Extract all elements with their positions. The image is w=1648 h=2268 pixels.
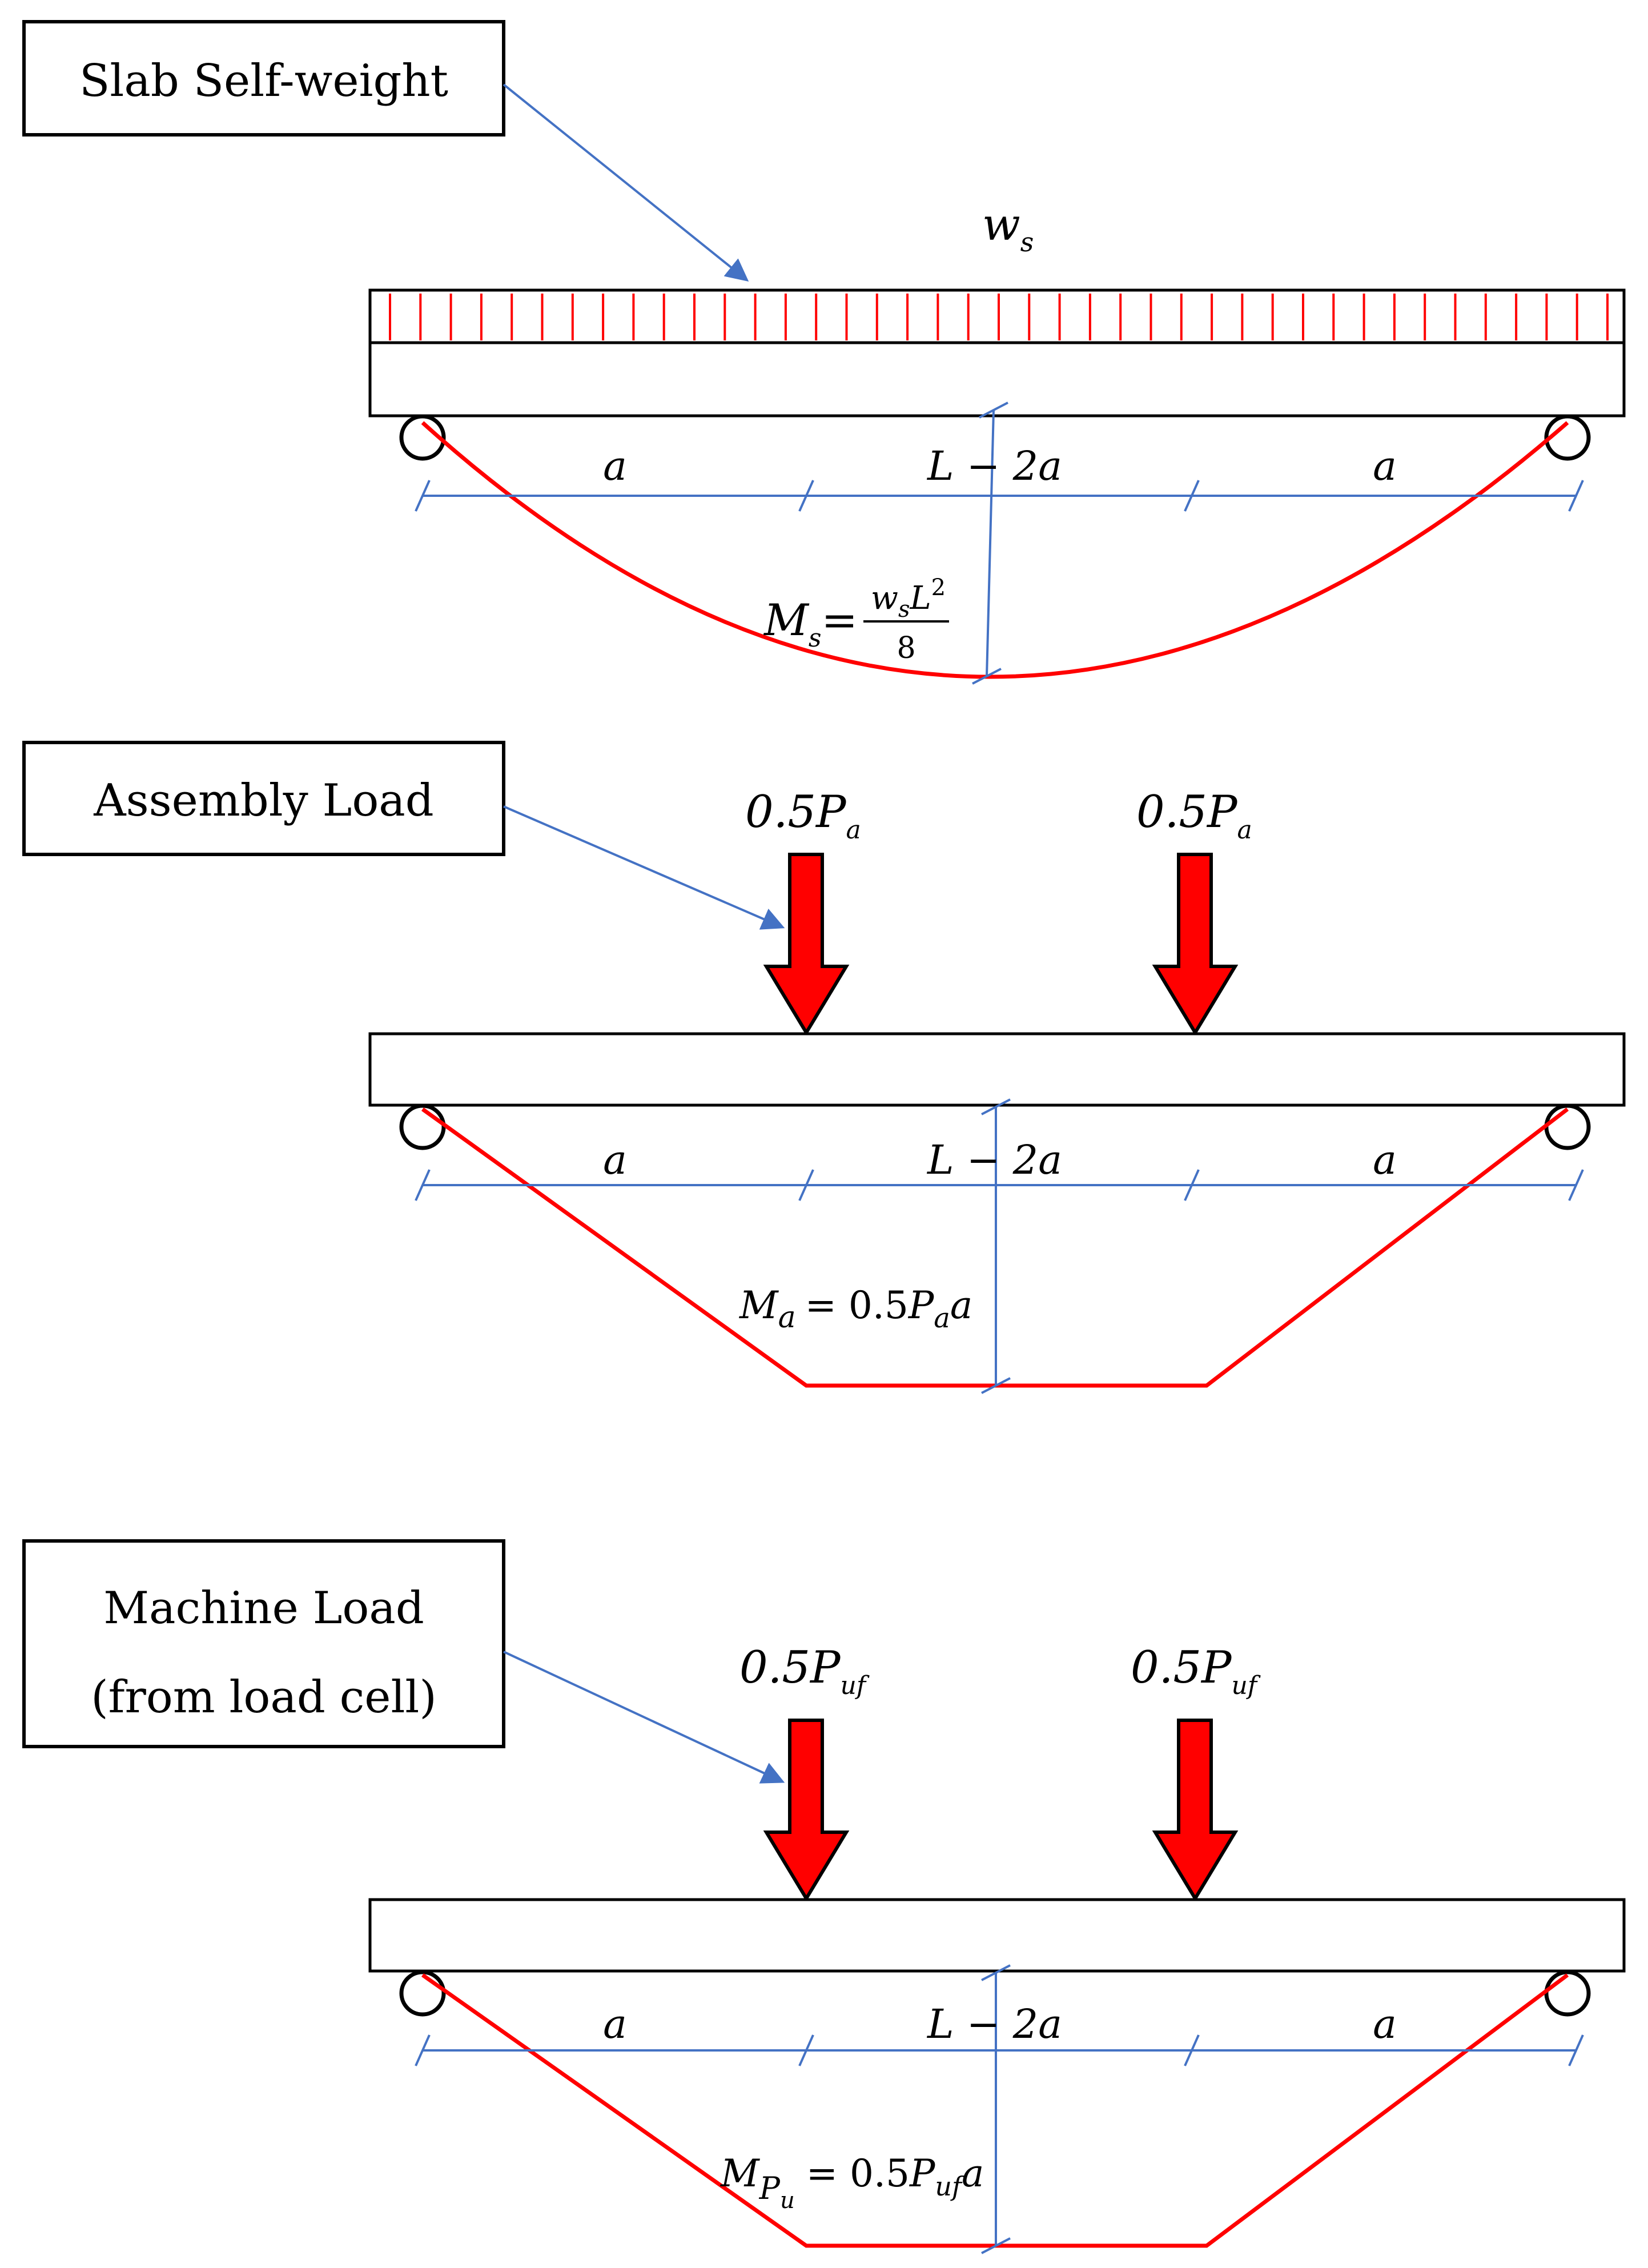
svg-text:wsL2: wsL2 [871,575,946,623]
moment-formula-mpu: MPu= 0.5Pufa [720,2151,984,2214]
dim-right-a-1: a [1373,443,1397,489]
slab-beam-1 [368,341,1626,418]
dim-left-a-1: a [603,443,627,489]
pointer-arrow-assembly [503,805,785,930]
label-machine-line1: Machine Load [103,1583,424,1634]
moment-formula-ma: Ma= 0.5Paa [739,1283,972,1335]
point-load-label-left-2: 0.5Pa [745,786,861,845]
dim-mid-3: L − 2a [926,2001,1062,2048]
dim-mid-1: L − 2a [926,443,1062,489]
label-box-machine [22,1539,505,1748]
pointer-arrow-self-weight [503,83,749,282]
point-load-label-right-3: 0.5Puf [1131,1642,1261,1700]
dim-left-a-3: a [603,2001,627,2048]
label-machine-line2: (from load cell) [91,1672,437,1723]
dimension-line-1 [415,402,1584,685]
slab-beam-2 [368,1032,1626,1107]
panel-machine: Machine Load (from load cell) 0.5Puf 0.5… [22,1539,1626,2254]
moment-formula-ms: Ms= wsL2 8 [763,575,949,665]
slab-beam-3 [368,1898,1626,1973]
moment-diagram-trapezoid-3 [421,1973,1569,2248]
distributed-load-band [368,288,1626,344]
dim-mid-2: L − 2a [926,1137,1062,1183]
moment-diagram-trapezoid-2 [421,1107,1569,1388]
dimension-line-3 [415,1964,1584,2254]
label-box-self-weight [22,20,505,137]
left-support-3 [399,1970,446,2017]
panel-assembly: Assembly Load 0.5Pa 0.5Pa a L − 2a a M [22,741,1626,1394]
left-support-2 [399,1103,446,1150]
right-support-1 [1544,414,1591,461]
left-support-1 [399,414,446,461]
point-load-arrow-left-2 [763,853,850,1036]
load-symbol-ws: ws [982,199,1034,258]
dimension-line-2 [415,1098,1584,1394]
svg-text:Ms=: Ms= [763,595,858,653]
point-load-arrow-right-3 [1152,1719,1239,1902]
dim-left-a-2: a [603,1137,627,1183]
svg-text:8: 8 [897,631,915,665]
dim-right-a-2: a [1373,1137,1397,1183]
right-support-2 [1544,1103,1591,1150]
point-load-arrow-right-2 [1152,853,1239,1036]
label-self-weight: Slab Self-weight [79,55,448,107]
point-load-label-right-2: 0.5Pa [1136,786,1252,845]
label-box-assembly [22,741,505,856]
dim-right-a-3: a [1373,2001,1397,2048]
moment-diagram-parabola [421,421,1569,679]
right-support-3 [1544,1970,1591,2017]
pointer-arrow-machine [503,1651,785,1784]
panel-self-weight: Slab Self-weight ws a L − 2a a Ms= [22,20,1626,685]
point-load-arrow-left-3 [763,1719,850,1902]
label-assembly: Assembly Load [93,775,433,826]
point-load-label-left-3: 0.5Puf [739,1642,870,1700]
distributed-load-ticks [389,294,1609,340]
